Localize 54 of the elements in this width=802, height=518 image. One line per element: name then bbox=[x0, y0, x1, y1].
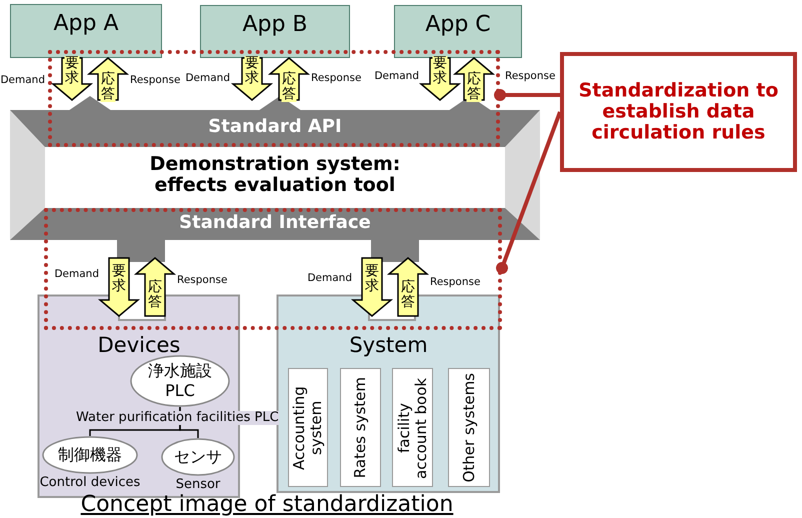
box-title: Devices bbox=[96, 333, 182, 357]
app-box bbox=[394, 5, 522, 58]
edge-label: 要求 bbox=[112, 264, 126, 294]
edge-label: 要求 bbox=[64, 56, 80, 86]
caption: Concept image of standardization bbox=[80, 492, 454, 517]
box-title: Standard Interface bbox=[178, 212, 372, 233]
box-title: Rates system bbox=[352, 376, 369, 478]
box-title: App C bbox=[424, 12, 492, 37]
signal-label: Response bbox=[130, 74, 180, 86]
subsystem-box bbox=[392, 368, 433, 487]
edge-label: 応答 bbox=[100, 72, 116, 102]
signal-label: Demand bbox=[0, 74, 45, 86]
callout-box bbox=[560, 52, 797, 172]
box-title: センサ bbox=[173, 447, 223, 467]
signal-label: Demand bbox=[185, 72, 230, 84]
leader-line bbox=[496, 111, 562, 274]
edge-label: 応答 bbox=[400, 280, 416, 310]
group-box bbox=[277, 295, 500, 493]
signal-label: Demand bbox=[374, 70, 419, 82]
box-title: Demonstration system: effects evaluation tool bbox=[148, 154, 402, 196]
box-title: 浄水施設 PLC bbox=[147, 361, 213, 401]
edge-label: 応答 bbox=[466, 72, 482, 102]
box-title: facility account book bbox=[396, 376, 430, 480]
box-title: System bbox=[348, 333, 429, 357]
beside-text: Water purification facilities PLC bbox=[76, 411, 279, 425]
subsystem-box bbox=[340, 368, 381, 487]
edge-label: 要求 bbox=[244, 56, 260, 86]
edge-label: 要求 bbox=[364, 264, 380, 294]
app-box bbox=[10, 4, 162, 58]
device-ellipse bbox=[42, 436, 138, 474]
edge-label: 応答 bbox=[148, 280, 162, 310]
box-title: Standardization to establish data circulation rules bbox=[578, 80, 780, 144]
signal-label: Response bbox=[430, 276, 480, 288]
box-title: 制御機器 bbox=[57, 445, 123, 465]
edge-label: 応答 bbox=[282, 72, 296, 102]
box-title: Standard API bbox=[207, 116, 343, 137]
subsystem-box bbox=[448, 368, 490, 487]
signal-label: Demand bbox=[54, 268, 99, 280]
device-ellipse bbox=[130, 355, 230, 407]
device-ellipse bbox=[161, 438, 235, 476]
platform-frame bbox=[10, 110, 540, 240]
signal-label: Response bbox=[505, 70, 556, 82]
connector-line bbox=[179, 407, 199, 438]
subsystem-box bbox=[288, 368, 328, 487]
signal-label: Demand bbox=[307, 272, 352, 284]
box-title: Accounting system bbox=[291, 384, 325, 472]
app-box bbox=[200, 5, 350, 58]
box-title: App B bbox=[241, 12, 309, 37]
signal-label: Response bbox=[177, 274, 228, 286]
edge-label: 要求 bbox=[432, 56, 448, 86]
box-title: App A bbox=[52, 11, 120, 36]
leader-line bbox=[494, 89, 560, 101]
box-title: Other systems bbox=[460, 372, 478, 482]
signal-label: Response bbox=[311, 72, 362, 84]
